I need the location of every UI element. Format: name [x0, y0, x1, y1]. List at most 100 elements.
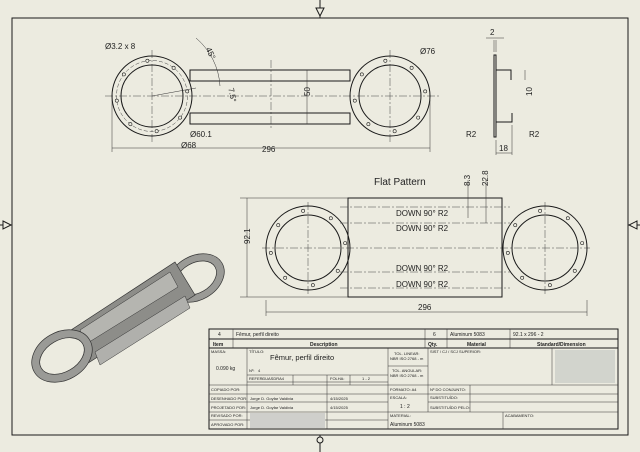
bolt-hole — [328, 216, 333, 221]
dim-radius-left: R2 — [466, 130, 477, 139]
title-block: 4 Fêmur, perfil direito 6 Aluminum 5083 … — [208, 328, 619, 430]
dim-span: 18 — [499, 144, 508, 153]
bolt-hole — [366, 122, 371, 127]
material-label: MATERIAL: — [390, 413, 411, 418]
bolt-hole — [572, 268, 577, 273]
tol-linear-label: TOL. LINEAR: — [394, 351, 420, 356]
bolt-hole — [343, 241, 348, 246]
bolt-hole — [335, 268, 340, 273]
dim-holes: Ø3.2 x 8 — [105, 42, 136, 51]
tol-angular-std: NBR ISO 2768 - m — [390, 373, 424, 378]
folha-value: 1 - 2 — [362, 376, 371, 381]
bolt-hole — [185, 89, 190, 94]
bolt-holes — [114, 58, 428, 134]
isometric-part-view — [31, 253, 225, 383]
material-value: Aluminum 5083 — [390, 422, 425, 428]
formato-label: FORMATO: A4 — [390, 387, 417, 392]
substituido-pelo-label: SUBSTITUÍDO PELO: — [430, 405, 470, 410]
dim-flat-height: 92.1 — [243, 228, 252, 244]
bolt-hole — [301, 208, 306, 213]
dim-radius-right: R2 — [529, 130, 540, 139]
projetado-label: PROJETADO POR: — [211, 405, 246, 410]
bolt-hole — [154, 129, 159, 134]
dim-outer-dia: Ø76 — [420, 47, 436, 56]
numero-value: 4 — [258, 368, 261, 373]
dim-width: 50 — [303, 87, 312, 96]
sist-label: SIST / CJ / SCJ SUPERIOR: — [430, 349, 481, 354]
bend-note: DOWN 90° R2 — [396, 209, 449, 218]
bolt-hole — [128, 122, 133, 127]
bolt-hole — [171, 65, 176, 70]
bolt-hole — [423, 89, 428, 94]
dim-angle-7-5: 7.5° — [226, 87, 237, 103]
dim-d1: 8.3 — [463, 174, 472, 186]
acabamento-label: ACABAMENTO: — [505, 413, 534, 418]
bolt-hole — [538, 208, 543, 213]
dim-inner-dia: Ø60.1 — [190, 130, 212, 139]
bom-material: Aluminum 5083 — [450, 332, 485, 338]
dim-d2: 22.8 — [481, 170, 490, 186]
desenhado-value: Jorge D. Goyfar Valdivia — [250, 396, 294, 401]
flat-pattern-title: Flat Pattern — [374, 177, 426, 188]
bolt-hole — [392, 129, 397, 134]
bom-header-description: Description — [310, 342, 338, 348]
company-logo-blurred — [555, 350, 615, 383]
bolt-hole — [505, 250, 510, 255]
dim-pcd: Ø68 — [181, 141, 197, 150]
bolt-hole — [352, 98, 357, 103]
bolt-hole — [145, 58, 150, 63]
bolt-hole — [121, 72, 126, 77]
dim-length: 296 — [262, 145, 276, 154]
bend-note: DOWN 90° R2 — [396, 264, 449, 273]
refer-value: GUASDRA4 — [262, 376, 285, 381]
refer-label: REFER: — [249, 376, 264, 381]
bolt-hole — [383, 58, 388, 63]
aprovado-label: APROVADO POR: — [211, 422, 244, 427]
bom-header-dimension: Standard/Dimension — [537, 342, 586, 348]
side-view: 2 10 R2 R2 18 — [466, 28, 540, 155]
revisado-label: REVISADO POR: — [211, 413, 243, 418]
bolt-hole — [310, 283, 315, 288]
titulo-label: TÍTULO: — [249, 349, 264, 354]
escala-label: ESCALA: — [390, 395, 407, 400]
desenhado-label: DESENHADO POR: — [211, 396, 247, 401]
bolt-hole — [268, 250, 273, 255]
bolt-hole — [283, 275, 288, 280]
dim-thickness: 2 — [490, 28, 495, 37]
projetado-value: Jorge D. Goyfar Valdivia — [250, 405, 294, 410]
folha-label: FOLHA: — [330, 376, 344, 381]
bolt-hole — [114, 98, 119, 103]
bolt-hole — [520, 275, 525, 280]
desenhado-date: 4/15/2025 — [330, 396, 349, 401]
massa-value: 0.090 kg — [216, 366, 235, 372]
tol-linear-std: NBR ISO 2768 - m — [390, 356, 424, 361]
conjunto-label: Nº DO CONJUNTO: — [430, 387, 466, 392]
bom-dimension: 92.1 x 296 - 2 — [513, 332, 544, 338]
substituido-label: SUBSTITUÍDO: — [430, 395, 458, 400]
numero-label: Nº: — [249, 368, 254, 373]
dim-flat-length: 296 — [418, 303, 432, 312]
bom-item: 4 — [218, 332, 221, 338]
bolt-hole — [513, 223, 518, 228]
copiado-label: COPIADO POR: — [211, 387, 240, 392]
bolt-hole — [276, 223, 281, 228]
bend-note: DOWN 90° R2 — [396, 280, 449, 289]
bend-note: DOWN 90° R2 — [396, 224, 449, 233]
bolt-hole — [416, 115, 421, 120]
bolt-hole — [580, 241, 585, 246]
redacted-names — [250, 413, 325, 428]
bolt-hole — [565, 216, 570, 221]
projetado-date: 4/15/2025 — [330, 405, 349, 410]
bolt-hole — [359, 72, 364, 77]
flat-pattern: Flat Pattern DOWN 90° R2 DOWN 90° R2 DOW… — [240, 170, 590, 316]
bom-header-qty: Qty. — [428, 342, 438, 348]
bom-header-material: Material — [467, 342, 487, 348]
bolt-hole — [409, 65, 414, 70]
bolt-hole — [547, 283, 552, 288]
bom-header-item: Item — [213, 342, 224, 348]
bolt-hole — [178, 115, 183, 120]
escala-value: 1 : 2 — [400, 404, 410, 410]
